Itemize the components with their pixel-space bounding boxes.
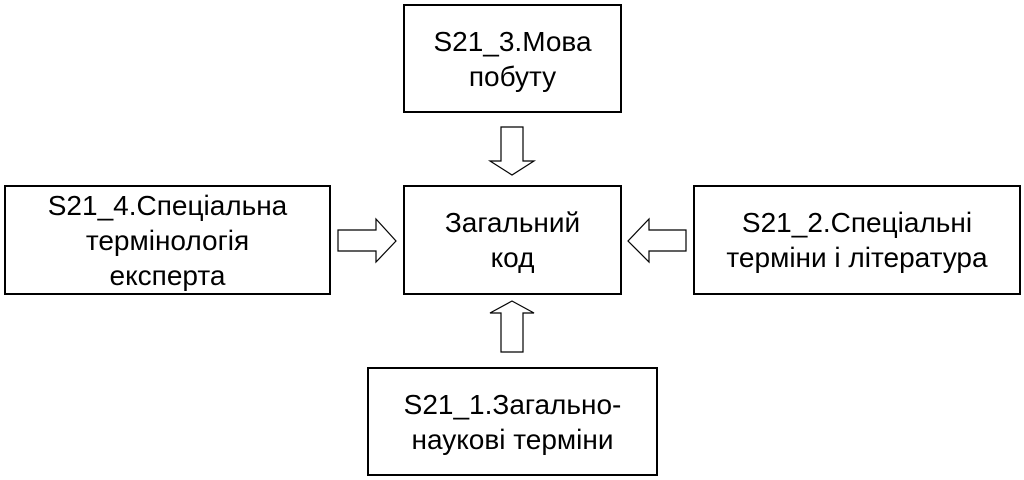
node-label-line: S21_4.Спеціальна bbox=[47, 189, 288, 221]
node-label-line: побуту bbox=[468, 60, 557, 92]
node-common-code: Загальний код bbox=[403, 185, 622, 295]
node-label-line: S21_3.Мова bbox=[433, 25, 592, 57]
node-general-scientific-terms: S21_1.Загально- наукові терміни bbox=[367, 367, 658, 476]
arrow-left-from-right bbox=[627, 217, 687, 264]
node-label-line: код bbox=[490, 242, 535, 273]
arrow-down-from-top bbox=[487, 126, 537, 176]
node-label-line: наукові терміни bbox=[411, 423, 614, 455]
node-label-line: термінологія bbox=[85, 224, 250, 256]
node-everyday-language: S21_3.Мова побуту bbox=[403, 4, 622, 113]
node-label-line: експерта bbox=[109, 259, 226, 291]
node-label-line: Загальний bbox=[444, 207, 581, 238]
node-label-line: терміни і література bbox=[726, 242, 988, 273]
node-special-terms-literature: S21_2.Спеціальні терміни і література bbox=[693, 185, 1021, 295]
node-label-line: S21_2.Спеціальні bbox=[741, 207, 973, 238]
node-label-line: S21_1.Загально- bbox=[403, 388, 622, 420]
arrow-right-from-left bbox=[337, 217, 397, 264]
arrow-up-from-bottom bbox=[489, 300, 535, 353]
node-expert-terminology: S21_4.Спеціальна термінологія експерта bbox=[4, 185, 331, 295]
